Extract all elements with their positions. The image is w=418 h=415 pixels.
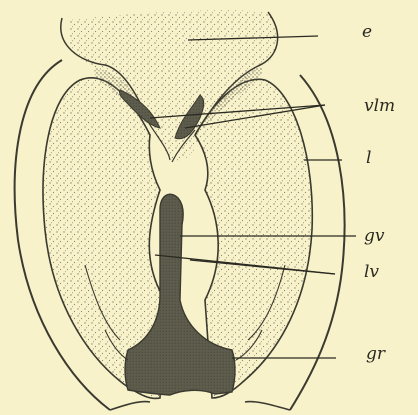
label-gv: gv <box>364 228 385 245</box>
bottom-outline <box>110 402 290 410</box>
label-gr: gr <box>366 346 385 363</box>
label-lv: lv <box>364 264 379 281</box>
label-l: l <box>366 150 371 167</box>
label-vlm: vlm <box>364 98 395 115</box>
label-e: e <box>362 24 372 41</box>
